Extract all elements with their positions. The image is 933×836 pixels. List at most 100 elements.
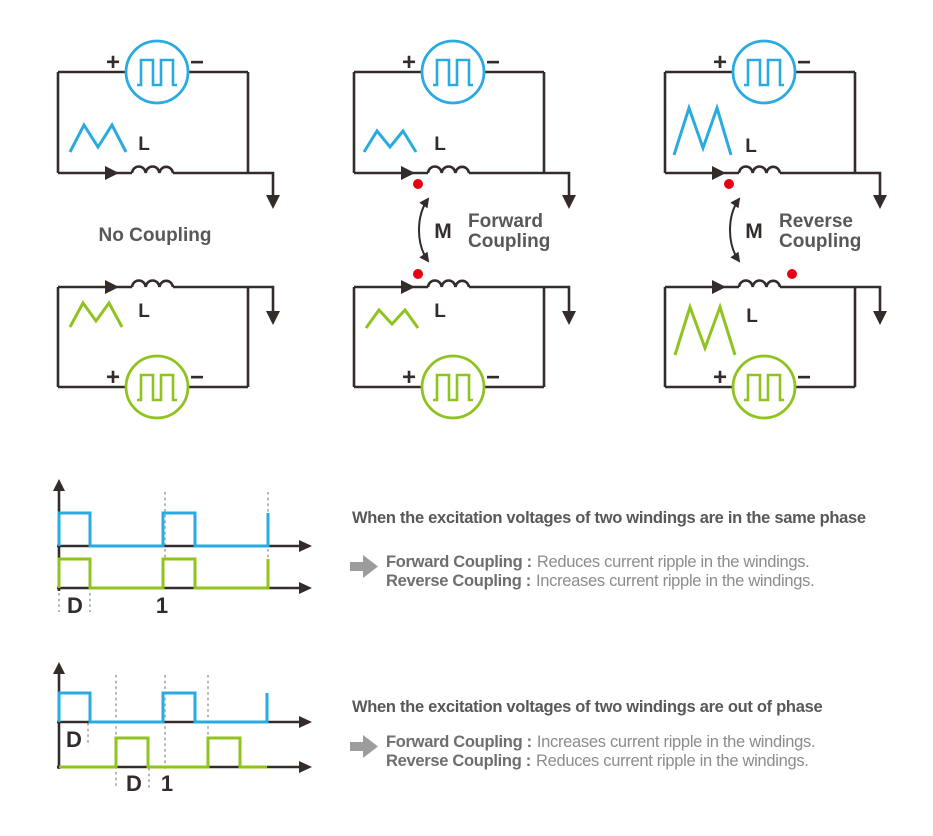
output-arrow-icon bbox=[266, 311, 280, 325]
polarity-plus-label: + bbox=[402, 49, 416, 76]
timing-diagram-out-of-phase: D D 1 bbox=[53, 662, 312, 796]
polarity-minus-label: − bbox=[486, 49, 500, 76]
polarity-plus-label: + bbox=[713, 49, 727, 76]
mutual-coupling-arrow-icon bbox=[418, 197, 430, 263]
circuit-forward-coupling: + − L + − L M Forward Coupling bbox=[352, 39, 576, 420]
polarity-plus-label: + bbox=[106, 364, 120, 391]
note-line: Forward Coupling : Increases current ripp… bbox=[386, 733, 815, 751]
note-line: Reverse Coupling : Increases current ripp… bbox=[386, 572, 814, 590]
axis-arrow-icon bbox=[53, 479, 65, 491]
polarity-plus-label: + bbox=[402, 364, 416, 391]
current-arrow-icon bbox=[712, 166, 726, 180]
voltage-source-top bbox=[731, 39, 797, 105]
note-heading: When the excitation voltages of two wind… bbox=[352, 698, 822, 716]
ripple-waveform-icon bbox=[672, 103, 733, 156]
circuit-no-coupling: + − L + − L No Coupling bbox=[56, 39, 280, 420]
note-term: Reverse Coupling : bbox=[386, 752, 531, 770]
voltage-source-bottom bbox=[124, 354, 190, 420]
square-wave-icon bbox=[744, 58, 784, 87]
square-wave-icon bbox=[433, 58, 473, 87]
polarity-minus-label: − bbox=[797, 49, 811, 76]
mutual-coupling-arrow-icon bbox=[729, 197, 741, 263]
dot-marker-top bbox=[413, 179, 423, 189]
period-label: 1 bbox=[156, 593, 168, 618]
polarity-minus-label: − bbox=[190, 364, 204, 391]
note-line: Forward Coupling : Reduces current ripple… bbox=[386, 553, 809, 571]
voltage-source-bottom bbox=[731, 354, 797, 420]
mutual-label: M bbox=[434, 220, 452, 243]
inductor-coil bbox=[737, 279, 782, 288]
inductance-label: L bbox=[138, 301, 150, 322]
mutual-label: M bbox=[745, 220, 763, 243]
dot-marker-bottom bbox=[787, 269, 797, 279]
note-out-of-phase: When the excitation voltages of two wind… bbox=[350, 698, 823, 770]
block-arrow-icon bbox=[350, 735, 378, 758]
note-desc: Reduces current ripple in the windings. bbox=[537, 553, 810, 571]
blue-waveform bbox=[57, 691, 269, 724]
circuit-caption-line2: Coupling bbox=[779, 231, 861, 252]
note-in-phase: When the excitation voltages of two wind… bbox=[350, 509, 866, 590]
axis-arrow-icon bbox=[299, 761, 312, 773]
square-wave-icon bbox=[744, 373, 784, 402]
timing-diagram-in-phase: D 1 bbox=[53, 479, 312, 618]
circuit-caption-line1: Reverse bbox=[779, 211, 853, 232]
block-arrow-icon bbox=[350, 555, 378, 578]
voltage-source-top bbox=[124, 39, 190, 105]
circuit-reverse-coupling: + − L + − L M Reverse Coupling bbox=[663, 39, 887, 420]
square-wave-icon bbox=[433, 373, 473, 402]
inductor-coil bbox=[426, 279, 471, 288]
axis-arrow-icon bbox=[299, 540, 312, 552]
inductance-label: L bbox=[745, 136, 757, 157]
voltage-source-top bbox=[420, 39, 486, 105]
note-desc: Reduces current ripple in the windings. bbox=[536, 752, 809, 770]
dot-marker-bottom bbox=[413, 269, 423, 279]
output-arrow-icon bbox=[266, 195, 280, 209]
inductor-coil bbox=[130, 165, 175, 174]
current-arrow-icon bbox=[712, 280, 726, 294]
note-term: Reverse Coupling : bbox=[386, 572, 531, 590]
ripple-waveform-icon bbox=[68, 121, 128, 153]
green-waveform bbox=[59, 736, 267, 769]
ripple-waveform-icon bbox=[362, 128, 418, 153]
inductance-label: L bbox=[138, 134, 150, 155]
output-arrow-icon bbox=[873, 195, 887, 209]
circuit-caption: No Coupling bbox=[99, 225, 212, 246]
output-arrow-icon bbox=[873, 311, 887, 325]
inductor-coil bbox=[130, 279, 175, 288]
inductor-coil bbox=[737, 165, 782, 174]
polarity-minus-label: − bbox=[797, 364, 811, 391]
current-arrow-icon bbox=[401, 166, 415, 180]
ripple-waveform-icon bbox=[364, 307, 420, 329]
current-arrow-icon bbox=[401, 280, 415, 294]
period-label: 1 bbox=[161, 771, 173, 796]
current-arrow-icon bbox=[105, 280, 119, 294]
inductance-label: L bbox=[434, 301, 446, 322]
inductance-label: L bbox=[434, 134, 446, 155]
blue-waveform bbox=[57, 511, 270, 548]
ripple-waveform-icon bbox=[68, 300, 124, 328]
polarity-plus-label: + bbox=[713, 364, 727, 391]
axis-arrow-icon bbox=[53, 662, 65, 674]
note-line: Reverse Coupling : Reduces current ripple… bbox=[386, 752, 809, 770]
note-desc: Increases current ripple in the windings… bbox=[536, 572, 814, 590]
output-arrow-icon bbox=[562, 195, 576, 209]
note-term: Forward Coupling : bbox=[386, 733, 532, 751]
duty-label: D bbox=[126, 771, 142, 796]
inductance-label: L bbox=[746, 306, 758, 327]
duty-label: D bbox=[67, 593, 83, 618]
current-arrow-icon bbox=[105, 166, 119, 180]
green-waveform bbox=[57, 557, 270, 590]
note-heading: When the excitation voltages of two wind… bbox=[352, 509, 866, 527]
note-desc: Increases current ripple in the windings… bbox=[537, 733, 815, 751]
ripple-waveform-icon bbox=[673, 302, 737, 356]
inductor-coil bbox=[426, 165, 471, 174]
note-term: Forward Coupling : bbox=[386, 553, 532, 571]
square-wave-icon bbox=[137, 373, 177, 402]
axis-arrow-icon bbox=[299, 582, 312, 594]
voltage-source-bottom bbox=[420, 354, 486, 420]
polarity-minus-label: − bbox=[486, 364, 500, 391]
dot-marker-top bbox=[724, 179, 734, 189]
output-arrow-icon bbox=[562, 311, 576, 325]
circuit-caption-line1: Forward bbox=[468, 211, 543, 232]
